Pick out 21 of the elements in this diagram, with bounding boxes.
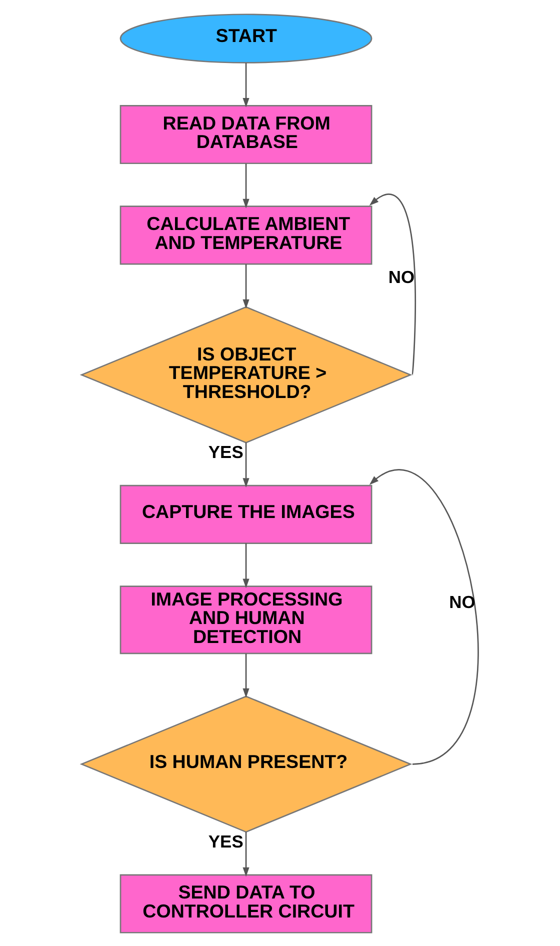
edge-label: YES xyxy=(208,830,244,851)
node-box: IMAGE PROCESSING AND HUMAN DETECTION xyxy=(120,585,372,654)
arrow xyxy=(242,831,250,876)
node-ellipse: START xyxy=(120,13,372,63)
arrow xyxy=(369,193,416,374)
edge-label: YES xyxy=(208,442,244,462)
edge-label: NO xyxy=(449,591,476,612)
arrow xyxy=(242,62,250,107)
node-box: SEND DATA TO CONTROLLER CIRCUIT xyxy=(120,874,372,933)
node-box: READ DATA FROM DATABASE xyxy=(120,104,372,164)
arrow xyxy=(242,442,250,487)
arrow xyxy=(242,264,250,308)
arrow xyxy=(369,468,478,764)
node-box: CALCULATE AMBIENT AND TEMPERATURE xyxy=(120,205,372,264)
edge-label: NO xyxy=(388,266,415,286)
node-diamond: IS HUMAN PRESENT? xyxy=(80,695,412,832)
arrow xyxy=(242,163,250,208)
arrow xyxy=(242,653,250,698)
arrow xyxy=(242,542,250,588)
node-diamond: IS OBJECT TEMPERATURE > THRESHOLD? xyxy=(80,306,412,443)
node-box: CAPTURE THE IMAGES xyxy=(120,484,372,544)
